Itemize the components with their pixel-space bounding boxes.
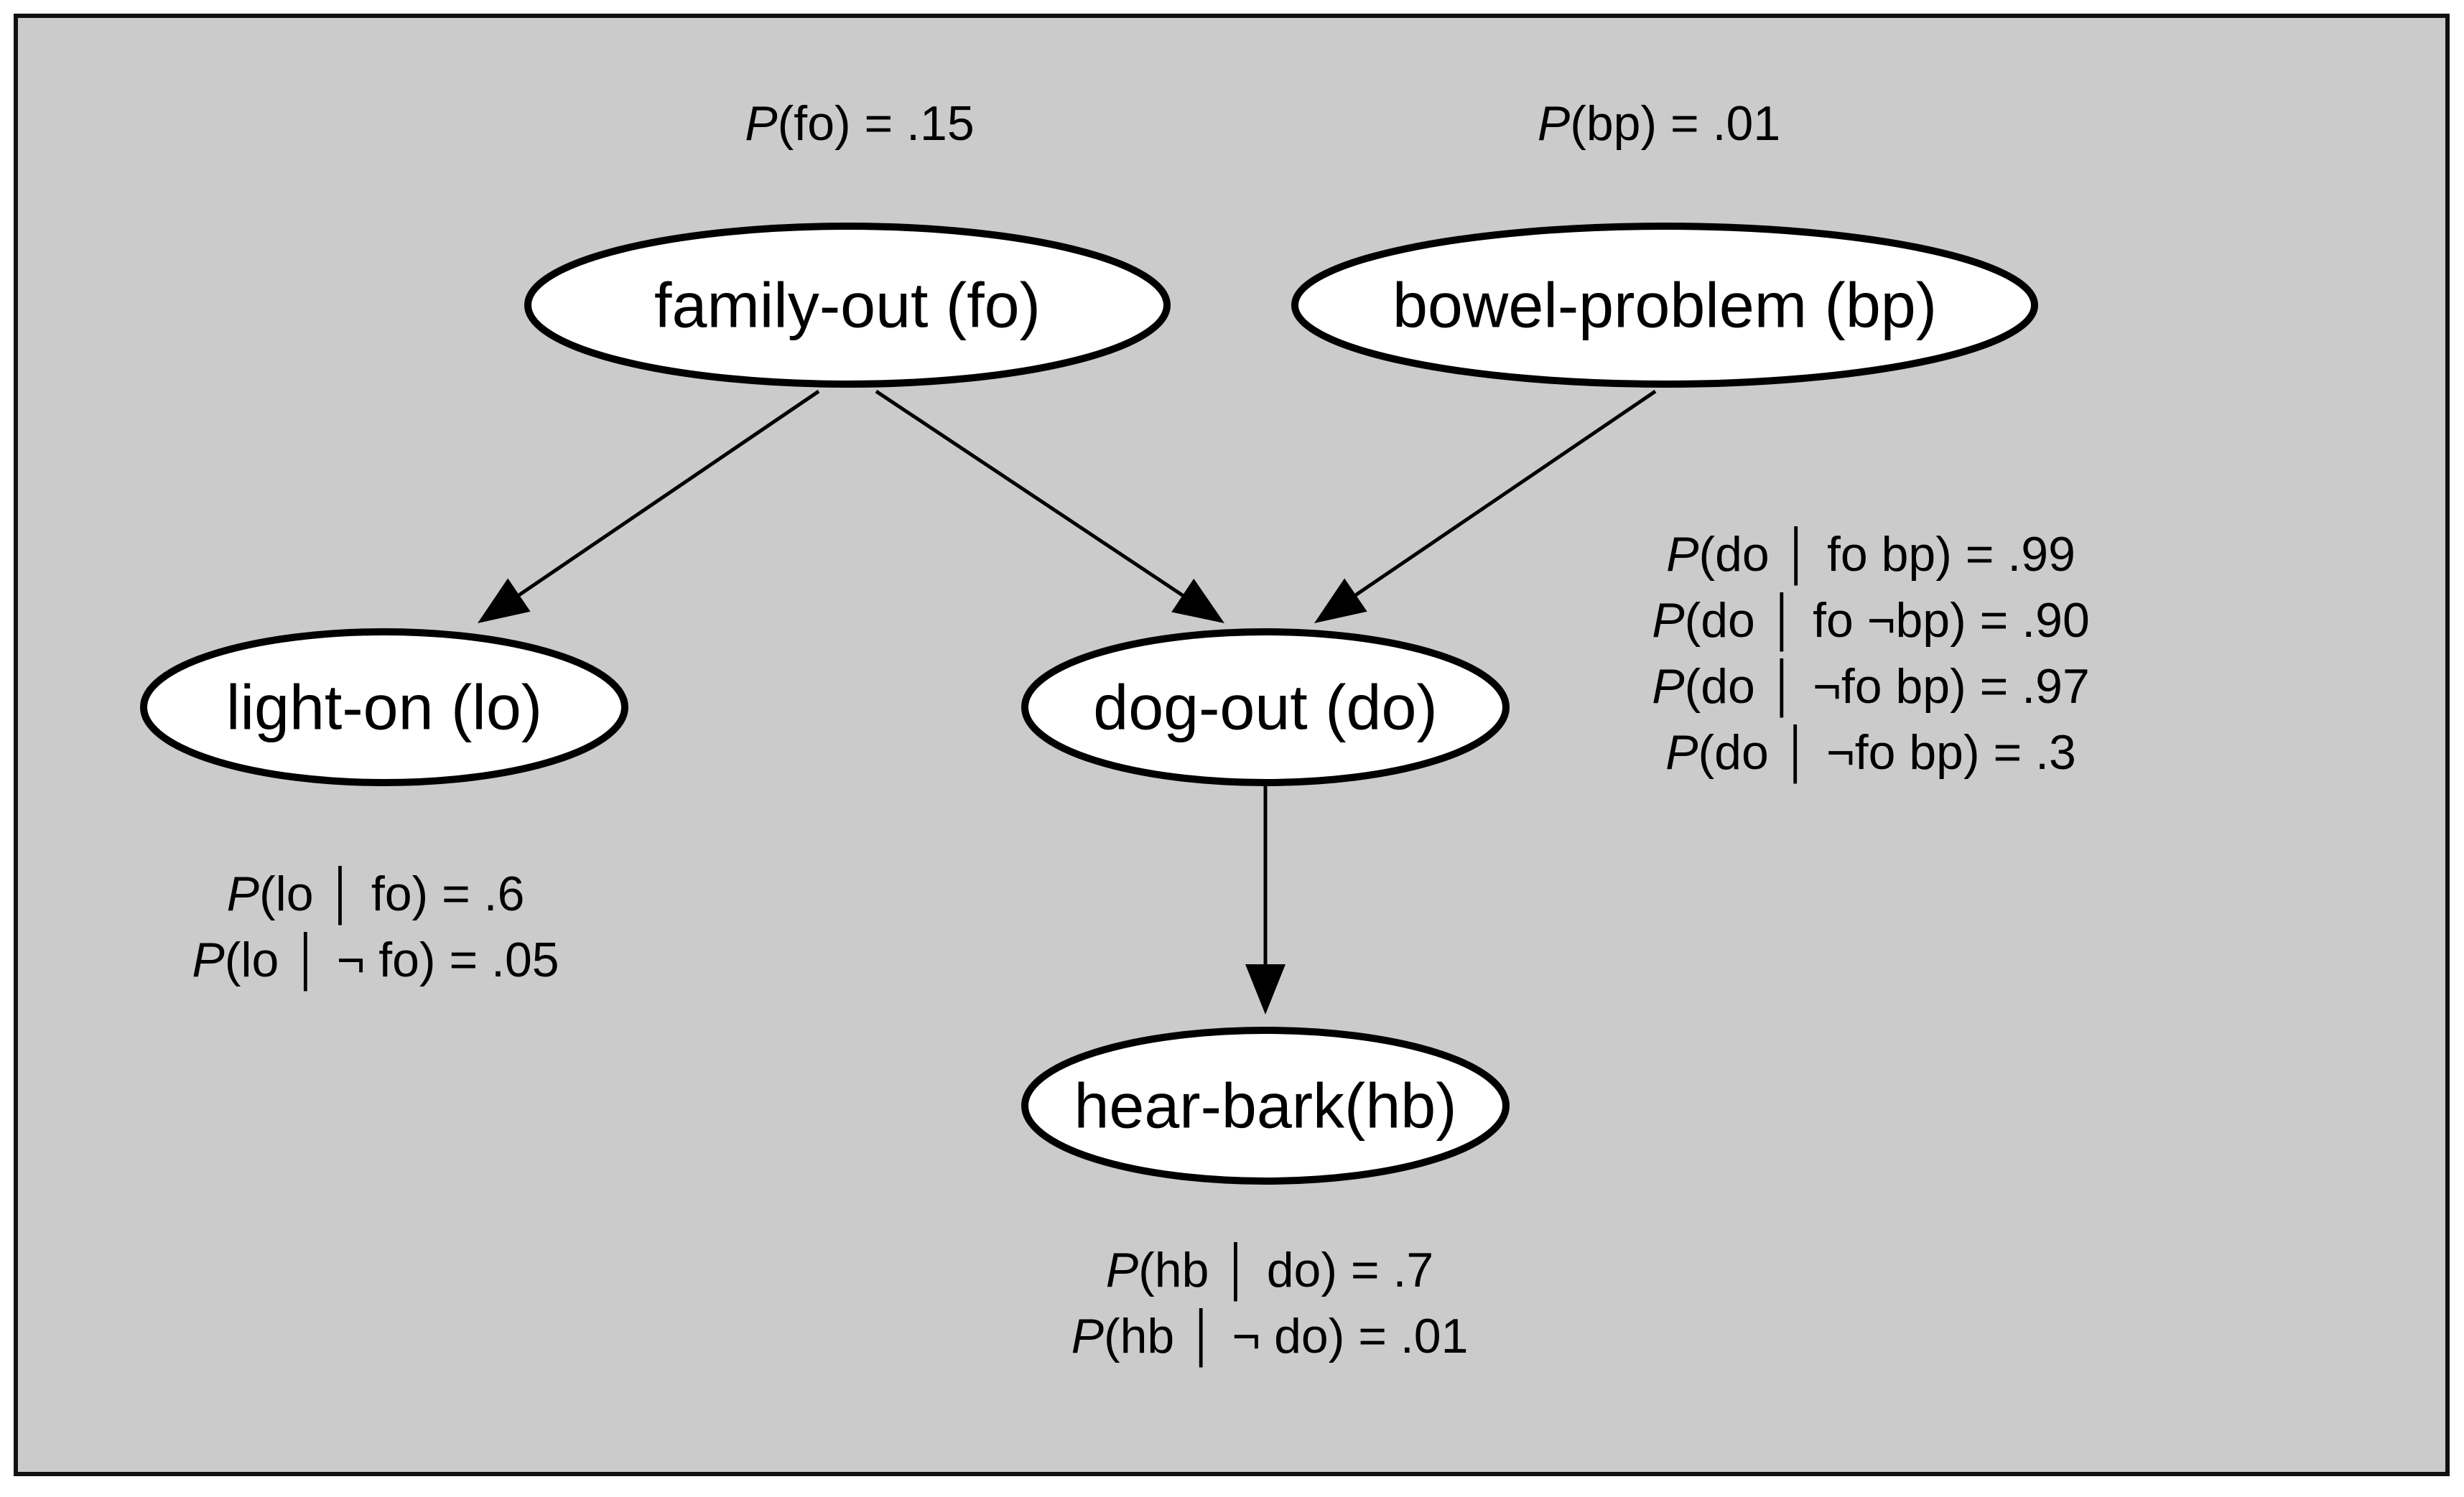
probability-expression: (do │ fo ¬bp) = .90 [1685, 592, 2090, 652]
node-label: dog-out (do) [1093, 672, 1437, 743]
node-label: hear-bark(hb) [1074, 1071, 1456, 1142]
probability-line: P(hb │ do) = .7 [1106, 1242, 1433, 1302]
node-hb: hear-bark(hb) [1021, 1027, 1510, 1185]
probability-line: P(hb │ ¬ do) = .01 [1071, 1308, 1469, 1368]
probability-expression: (fo) = .15 [778, 96, 975, 151]
probability-table-bp: P(bp) = .01 [1538, 96, 1780, 151]
node-ellipse [1291, 223, 2038, 388]
probability-line: P(fo) = .15 [745, 96, 974, 151]
node-label: light-on (lo) [226, 672, 542, 743]
probability-table-fo: P(fo) = .15 [745, 96, 974, 151]
probability-symbol: P [745, 96, 777, 151]
node-do: dog-out (do) [1021, 628, 1510, 786]
probability-table-lo: P(lo │ fo) = .6P(lo │ ¬ fo) = .05 [192, 866, 559, 992]
edge-line [875, 389, 1184, 597]
probability-symbol: P [1665, 725, 1698, 780]
probability-symbol: P [1106, 1243, 1138, 1297]
node-fo: family-out (fo) [524, 223, 1171, 388]
probability-symbol: P [1666, 527, 1698, 582]
node-ellipse [1021, 628, 1510, 786]
probability-line: P(bp) = .01 [1538, 96, 1780, 151]
edge-line [518, 389, 820, 597]
probability-symbol: P [227, 867, 259, 921]
edges-layer [478, 389, 1657, 1015]
probability-expression: (do │ fo bp) = .99 [1698, 526, 2075, 586]
node-ellipse [1021, 1027, 1510, 1185]
node-ellipse [140, 628, 628, 786]
edge-bp-do [1314, 389, 1657, 623]
probability-symbol: P [192, 933, 224, 987]
probability-table-hb: P(hb │ do) = .7P(hb │ ¬ do) = .01 [1071, 1242, 1469, 1368]
arrowhead-icon [1171, 578, 1224, 623]
probability-line: P(lo │ fo) = .6 [227, 866, 525, 925]
probability-expression: (hb │ do) = .7 [1138, 1242, 1433, 1302]
nodes-layer: family-out (fo) bowel-problem (bp) light-o… [140, 223, 2038, 1185]
probability-table-do: P(do │ fo bp) = .99P(do │ fo ¬bp) = .90P… [1652, 526, 2090, 784]
node-lo: light-on (lo) [140, 628, 628, 786]
edge-fo-do [875, 389, 1224, 623]
probability-expression: (lo │ ¬ fo) = .05 [225, 932, 559, 992]
probability-symbol: P [1652, 659, 1684, 714]
node-ellipse [524, 223, 1171, 388]
probability-expression: (hb │ ¬ do) = .01 [1104, 1308, 1468, 1368]
probability-line: P(do │ fo bp) = .99 [1666, 526, 2075, 586]
probability-symbol: P [1652, 593, 1684, 648]
probability-expression: (do │ ¬fo bp) = .3 [1698, 724, 2075, 784]
probability-expression: (do │ ¬fo bp) = .97 [1685, 658, 2090, 718]
arrowhead-icon [478, 578, 531, 623]
probability-symbol: P [1538, 96, 1570, 151]
node-bp: bowel-problem (bp) [1291, 223, 2038, 388]
node-label: family-out (fo) [654, 270, 1041, 341]
probability-expression: (bp) = .01 [1570, 96, 1780, 151]
node-label: bowel-problem (bp) [1393, 270, 1937, 341]
edge-line [1354, 389, 1657, 597]
arrowhead-icon [1245, 964, 1286, 1015]
probability-line: P(do │ ¬fo bp) = .97 [1652, 658, 2090, 718]
edge-fo-lo [478, 389, 820, 623]
edge-do-hb [1245, 784, 1286, 1015]
probability-line: P(do │ fo ¬bp) = .90 [1652, 592, 2090, 652]
arrowhead-icon [1314, 578, 1367, 623]
probability-symbol: P [1071, 1309, 1104, 1363]
probability-expression: (lo │ fo) = .6 [259, 866, 524, 925]
probability-line: P(lo │ ¬ fo) = .05 [192, 932, 559, 992]
probability-line: P(do │ ¬fo bp) = .3 [1665, 724, 2076, 784]
